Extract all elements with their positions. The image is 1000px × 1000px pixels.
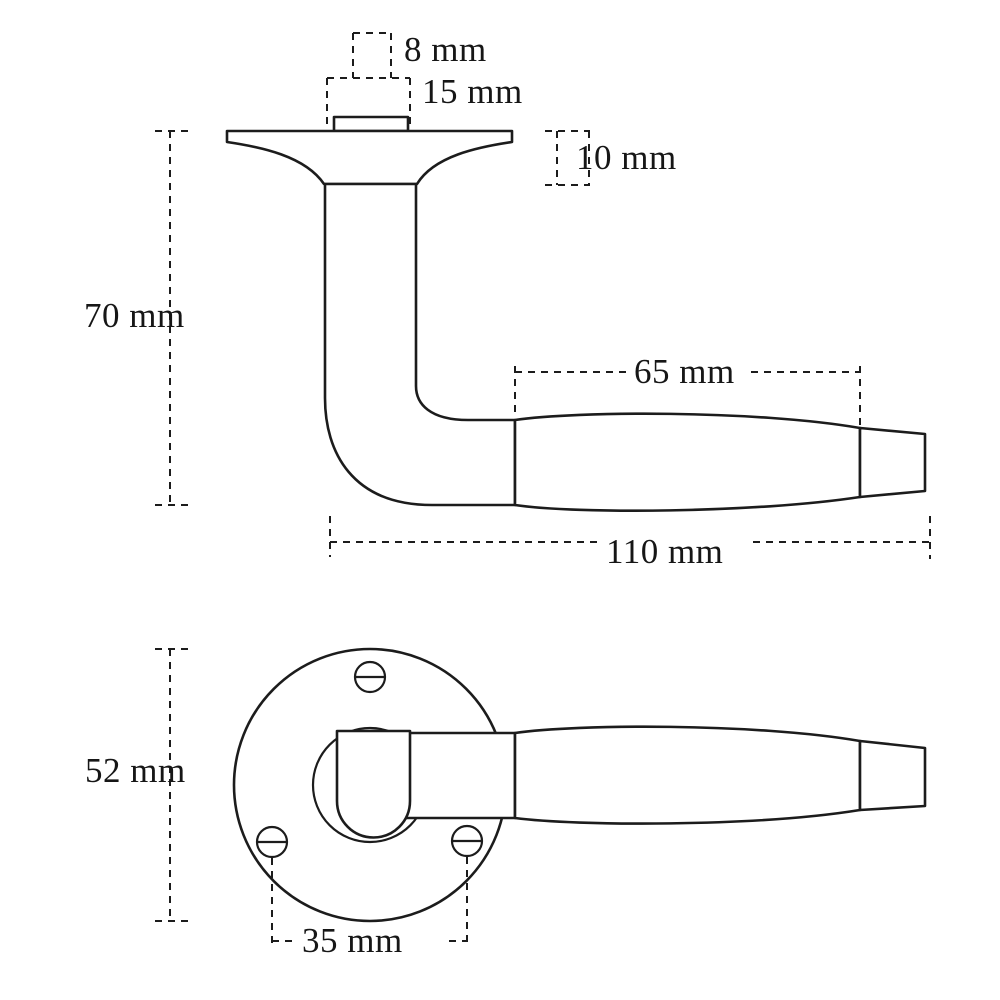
dim-15mm-lines <box>326 77 411 131</box>
dim-label-rose-diameter: 52 mm <box>85 751 186 790</box>
dimension-lines <box>155 32 931 946</box>
side-view-grip <box>513 412 862 512</box>
dim-label-overall-length: 110 mm <box>606 532 724 571</box>
dim-label-flange-height: 10 mm <box>576 138 677 177</box>
dim-label-handle-height: 70 mm <box>84 296 185 335</box>
dim-label-grip-length: 65 mm <box>634 352 735 391</box>
dim-label-neck-width: 15 mm <box>422 72 523 111</box>
dim-10mm-lines <box>545 130 590 186</box>
dim-8mm-lines <box>352 32 392 78</box>
side-view-arm <box>323 182 517 507</box>
front-view-neck <box>335 729 412 839</box>
dim-label-screw-spacing: 35 mm <box>302 921 403 960</box>
side-view <box>225 115 927 512</box>
front-view-arm <box>403 731 517 820</box>
side-view-flange <box>225 129 514 186</box>
screw-bottom-left <box>255 825 289 859</box>
dim-65mm-lines <box>514 366 861 426</box>
front-view-endcap <box>858 739 927 812</box>
dim-52mm-lines <box>155 648 188 922</box>
dim-70mm-lines <box>155 130 188 506</box>
front-view <box>232 647 927 923</box>
side-view-neck <box>332 115 410 133</box>
front-view-grip <box>513 725 862 825</box>
dim-110mm-lines <box>329 516 931 559</box>
screw-bottom-right <box>450 824 484 858</box>
screw-top <box>353 660 387 694</box>
side-view-endcap <box>858 426 927 499</box>
dim-label-spindle-width: 8 mm <box>404 30 487 69</box>
dim-35mm-lines <box>271 857 468 946</box>
